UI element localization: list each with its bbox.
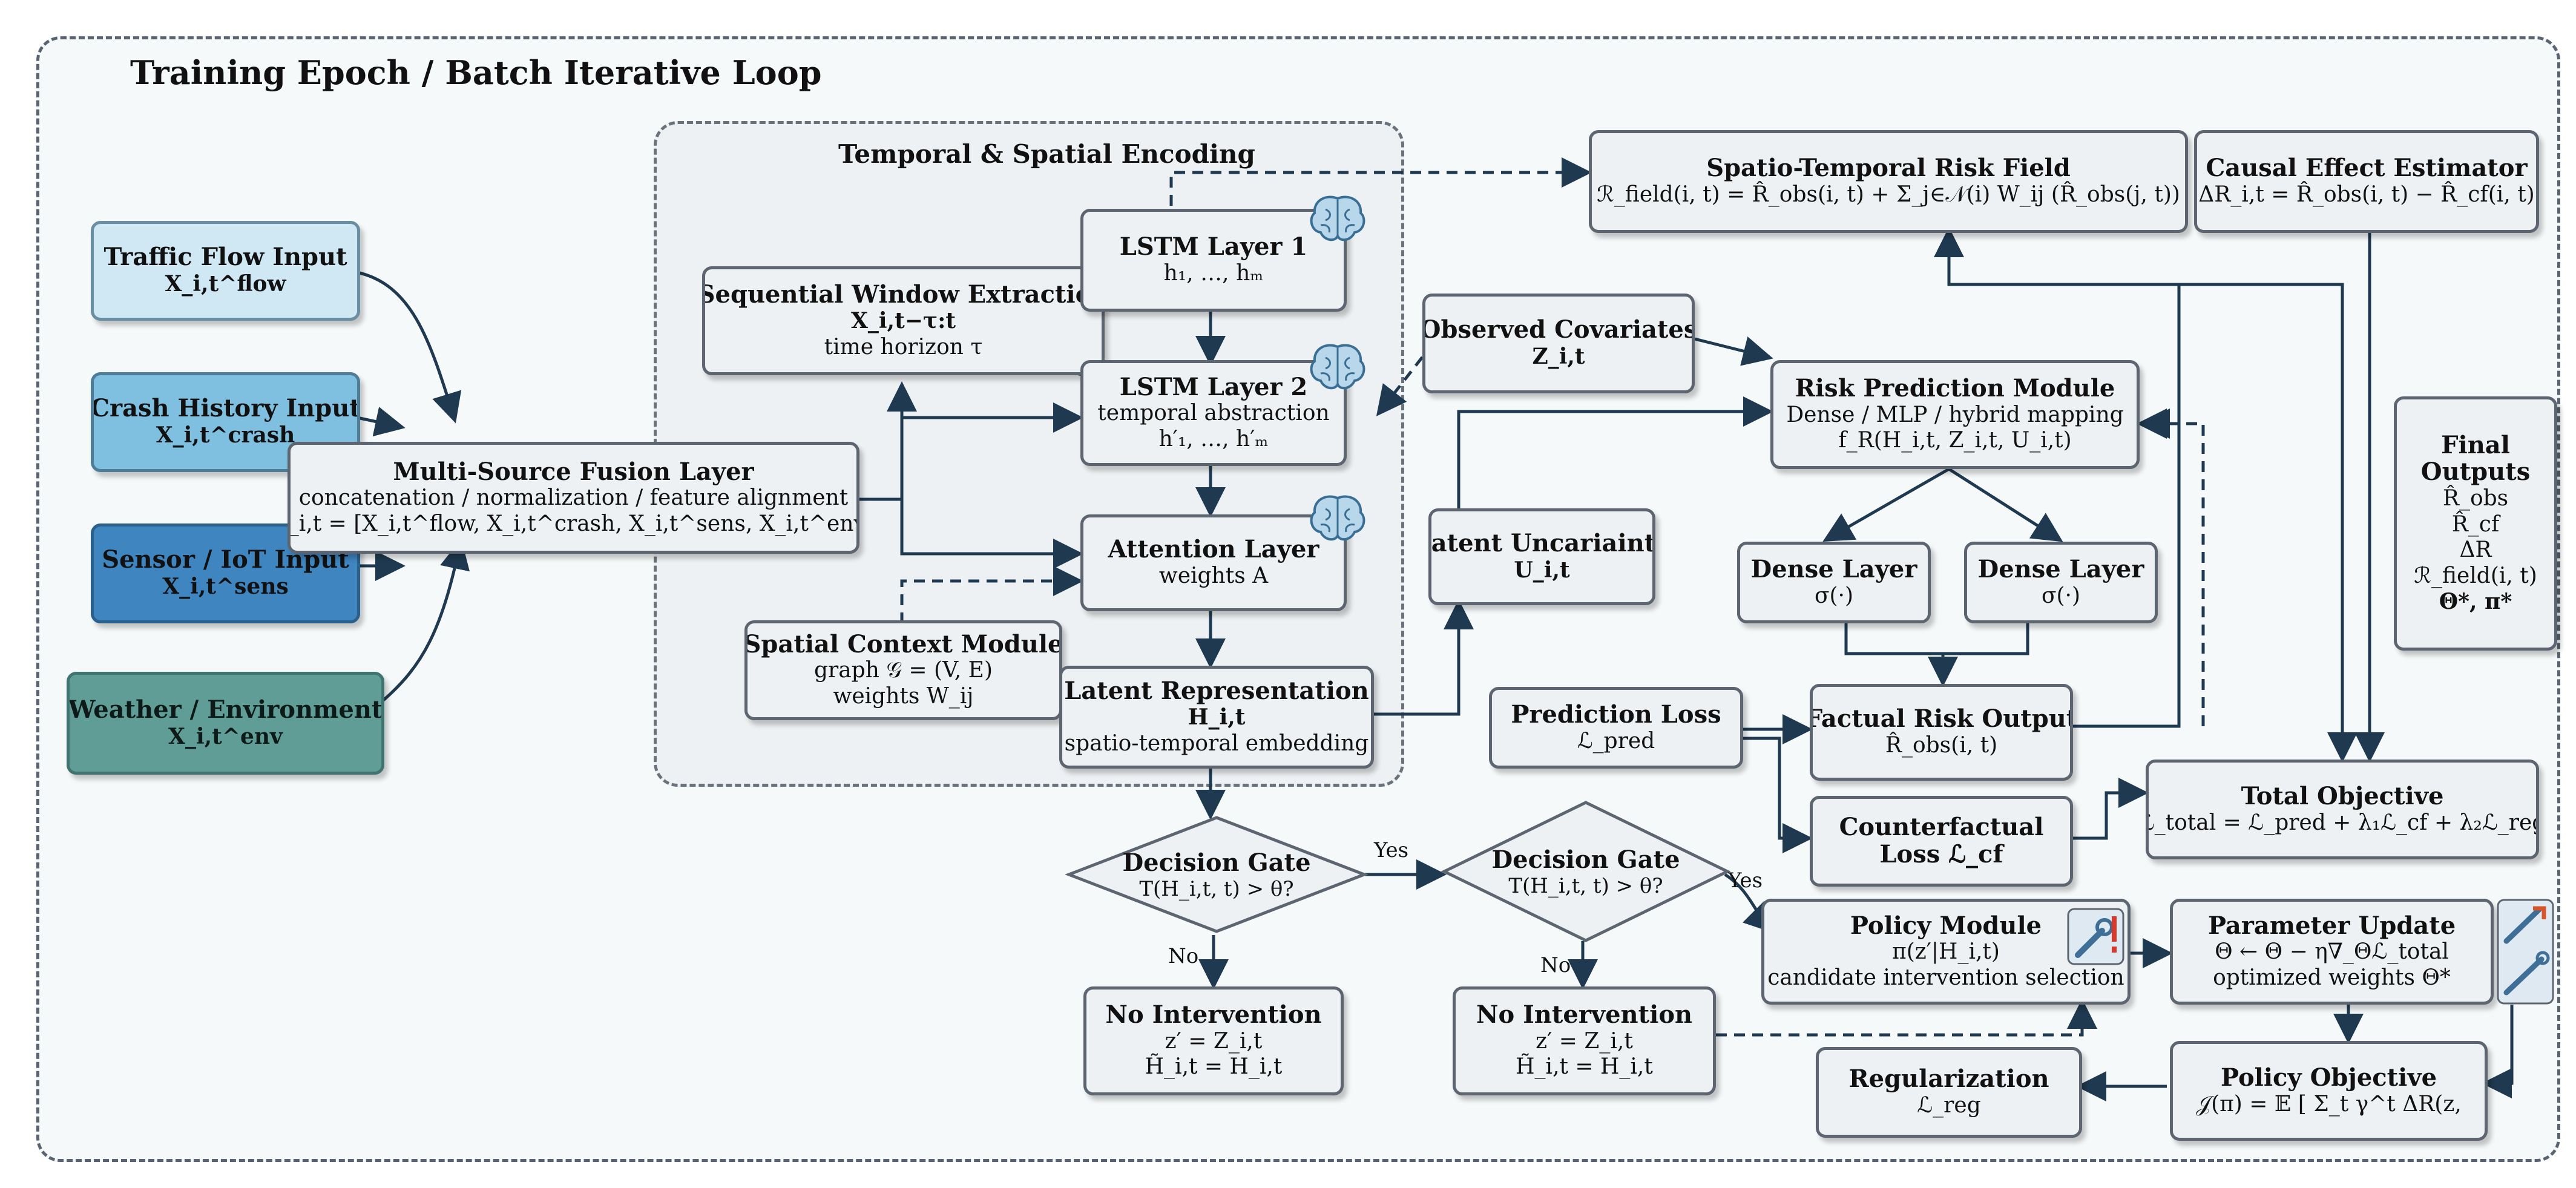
yes-label-1: Yes <box>1374 838 1409 862</box>
edge-factual-riskpred-dashed <box>2140 409 2205 726</box>
frame-title: Training Epoch / Batch Iterative Loop <box>130 53 822 92</box>
edge-predloss-cfloss <box>1743 737 1813 853</box>
encoding-title: Temporal & Spatial Encoding <box>838 139 1255 169</box>
no-intervention-1: No Intervention z′ = Z_i,t H̃_i,t = H_i,… <box>1083 986 1344 1095</box>
sequential-window-extraction: Sequential Window Extraction X_i,t−τ:t t… <box>702 266 1105 375</box>
parameter-update: Parameter Update Θ ← Θ − η∇_Θℒ_total opt… <box>2170 899 2494 1005</box>
edge-tool-policyobj <box>2482 1005 2514 1098</box>
dense-layer-2: Dense Layer σ(·) <box>1964 542 2158 623</box>
prediction-loss: Prediction Loss ℒ_pred <box>1489 687 1743 769</box>
edge-latent-riskpred <box>1457 396 1773 508</box>
total-objective: Total Objective ℒ_total = ℒ_pred + λ₁ℒ_c… <box>2146 760 2539 859</box>
edge-dense-factual <box>1844 623 2029 681</box>
attention-layer: Attention Layer weights A <box>1080 514 1347 611</box>
yes-label-2: Yes <box>1728 868 1763 893</box>
edge-latent-uncertainty <box>1374 599 1474 716</box>
brain-icon <box>1310 495 1365 541</box>
decision-gate-2-label: Decision Gate T(H_i,t, t) > θ? <box>1491 845 1680 898</box>
edge-noint-policy <box>1716 999 2097 1037</box>
edge-covariates-lstm2 <box>1376 356 1424 416</box>
brain-icon <box>1310 344 1365 390</box>
decision-gate-1 <box>1065 816 1368 933</box>
spatio-temporal-risk-field: Spatio-Temporal Risk Field ℛ_field(i, t)… <box>1589 130 2188 233</box>
causal-effect-estimator: Causal Effect Estimator ΔR_i,t = R̂_obs(… <box>2194 130 2539 233</box>
weather-environment-input: Weather / Environment X_i,t^env <box>67 672 384 775</box>
update-tools-icon <box>2497 899 2554 1005</box>
edge-crash-fusion <box>356 407 406 437</box>
multi-source-fusion-layer: Multi-Source Fusion Layer concatenation … <box>288 442 859 554</box>
edge-spatial-attention <box>900 566 1083 623</box>
no-label-1: No <box>1168 944 1199 968</box>
decision-gate-2 <box>1441 801 1731 942</box>
edge-riskpred-dense2 <box>1948 467 2063 542</box>
risk-prediction-module: Risk Prediction Module Dense / MLP / hyb… <box>1770 360 2140 469</box>
factual-risk-output: Factual Risk Output R̂_obs(i, t) <box>1810 684 2073 781</box>
latent-representation: Latent Representation H_i,t spatio-tempo… <box>1059 666 1374 769</box>
lstm-layer-1: LSTM Layer 1 h₁, …, hₘ <box>1080 209 1347 312</box>
edge-lstm1-riskfield <box>1169 157 1592 206</box>
edge-fusion-window <box>859 381 917 501</box>
lstm-layer-2: LSTM Layer 2 temporal abstraction h′₁, …… <box>1080 360 1347 466</box>
brain-icon <box>1310 195 1365 241</box>
edge-covariates-riskpred <box>1694 336 1773 366</box>
edge-cfloss-total <box>2073 778 2149 840</box>
edge-weather-fusion <box>380 539 470 703</box>
regularization: Regularization ℒ_reg <box>1816 1047 2082 1138</box>
counterfactual-loss: Counterfactual Loss ℒ_cf <box>1810 796 2073 887</box>
observed-covariates: Observed Covariates Z_i,t <box>1422 294 1695 393</box>
edge-fusion-attention <box>900 499 1083 569</box>
intervention-tool-icon <box>2067 908 2124 965</box>
dense-layer-1: Dense Layer σ(·) <box>1737 542 1931 623</box>
traffic-flow-input: Traffic Flow Input X_i,t^flow <box>91 221 360 321</box>
decision-gate-1-label: Decision Gate T(H_i,t, t) > θ? <box>1122 848 1311 901</box>
final-outputs: Final Outputs R̂_obs R̂_cf ΔR ℛ_field(i,… <box>2394 396 2557 651</box>
latent-uncertainty: Latent Uncariainty U_i,t <box>1428 508 1655 605</box>
no-label-2: No <box>1540 953 1571 977</box>
edge-traffic-fusion <box>356 271 462 424</box>
spatial-context-module: Spatial Context Module graph 𝒢 = (V, E) … <box>744 620 1062 720</box>
edge-riskpred-dense1 <box>1822 467 1950 542</box>
policy-objective: Policy Objective 𝒥(π) = 𝔼 [ Σ_t γ^t ΔR(z… <box>2170 1041 2488 1141</box>
edge-riskfield-total <box>1949 283 2358 763</box>
no-intervention-2: No Intervention z′ = Z_i,t H̃_i,t = H_i,… <box>1453 986 1716 1095</box>
